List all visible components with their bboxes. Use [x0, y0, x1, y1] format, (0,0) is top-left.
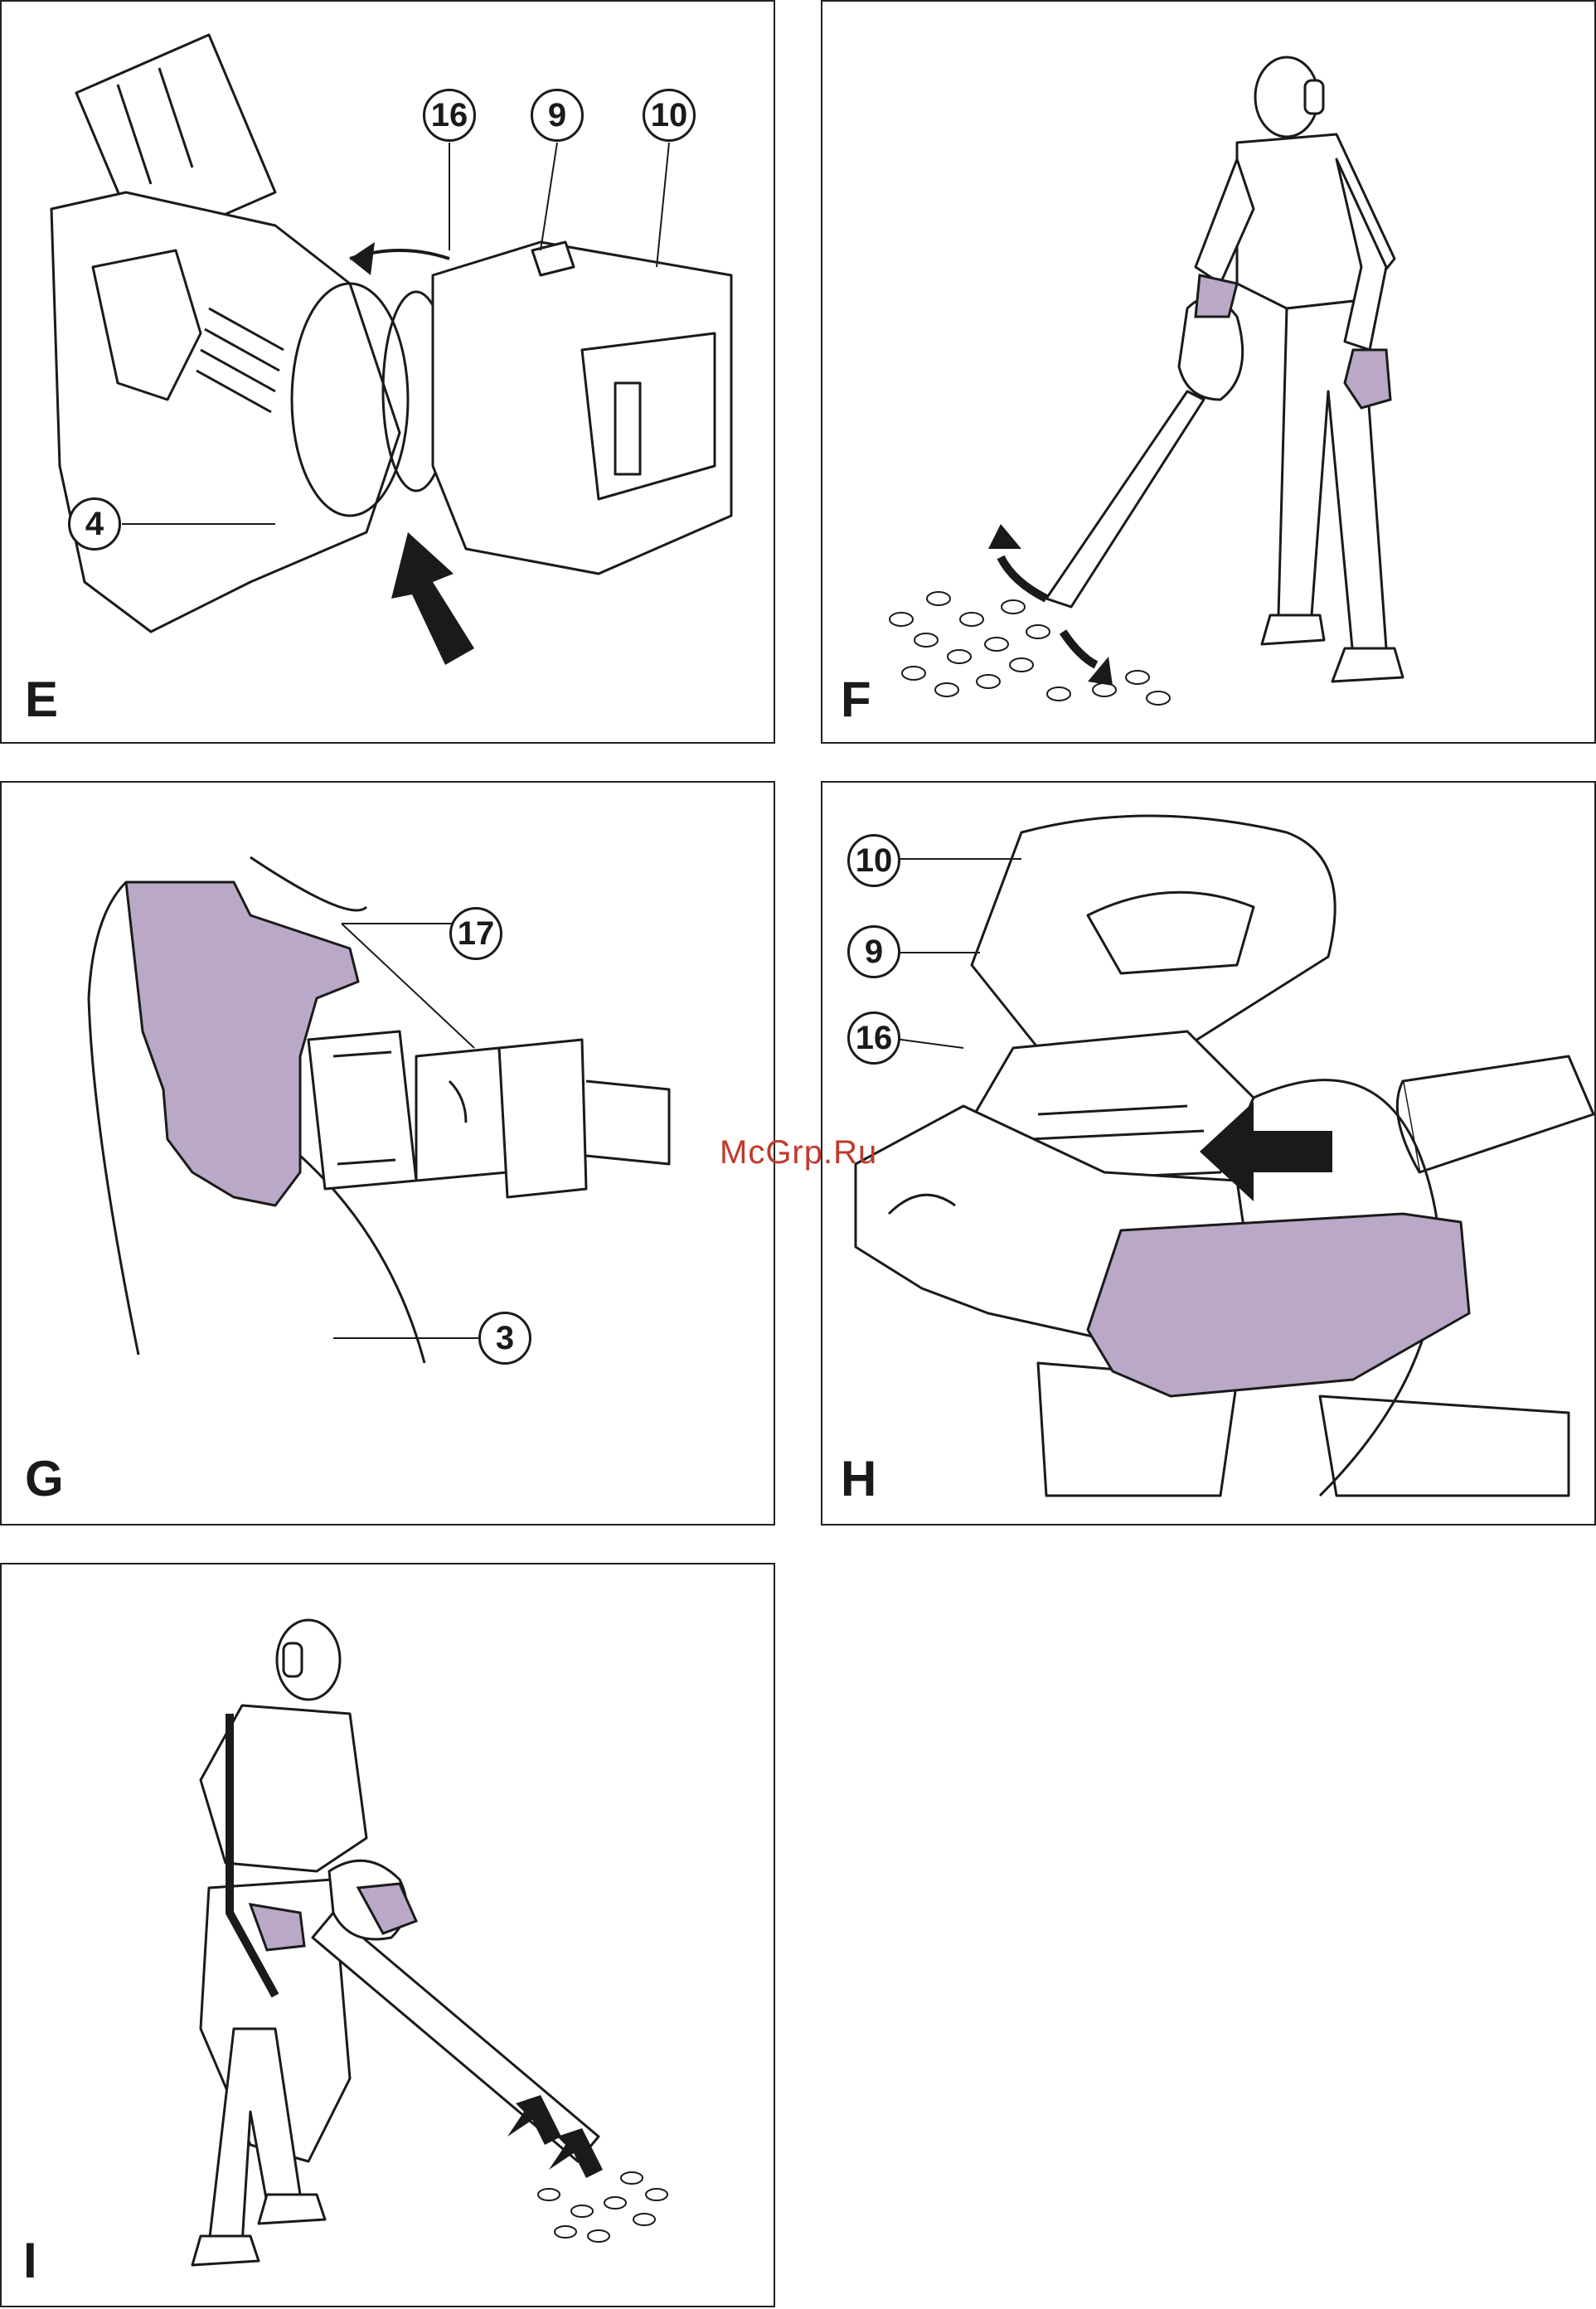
watermark: McGrp.Ru	[720, 1134, 877, 1171]
figure-panel-h: 10 9 16 H	[821, 781, 1596, 1526]
callout-10: 10	[643, 89, 696, 142]
callout-9: 9	[847, 925, 900, 978]
tube-coupling-illustration	[2, 783, 777, 1527]
figure-panel-i: I	[0, 1563, 775, 2307]
callout-17: 17	[449, 907, 502, 960]
panel-letter-h: H	[841, 1454, 876, 1504]
person-blowing-leaves-illustration	[822, 2, 1596, 745]
callout-16: 16	[847, 1011, 900, 1065]
callout-3: 3	[478, 1312, 531, 1365]
callout-9: 9	[531, 89, 584, 142]
person-vacuuming-leaves-illustration	[2, 1564, 777, 2309]
callout-10: 10	[847, 834, 900, 887]
panel-letter-g: G	[25, 1454, 64, 1504]
panel-letter-e: E	[25, 675, 58, 725]
vacuum-tube-attachment-illustration	[822, 783, 1596, 1527]
callout-4: 4	[68, 497, 121, 551]
figure-panel-g: 17 3 G	[0, 781, 775, 1526]
panel-letter-i: I	[23, 2236, 37, 2286]
figure-panel-e: 16 9 10 4 E	[0, 0, 775, 744]
callout-16: 16	[423, 89, 476, 142]
panel-letter-f: F	[841, 675, 871, 725]
figure-panel-f: F	[821, 0, 1596, 744]
